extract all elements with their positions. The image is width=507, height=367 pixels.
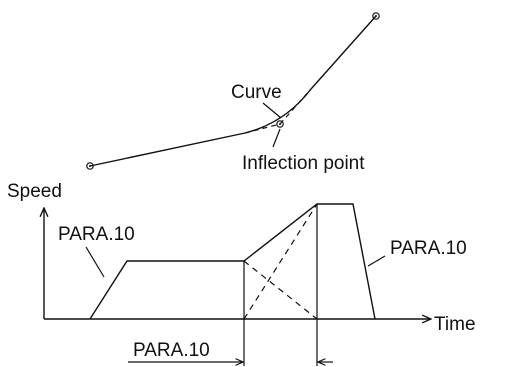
curve-label: Curve (231, 82, 282, 103)
dashed-original-path-2 (279, 88, 312, 125)
path-segment-2 (310, 15, 377, 90)
inflection-leader-line (272, 128, 281, 148)
profile-2-accel-dashed (243, 203, 318, 320)
para-left-label: PARA.10 (58, 224, 135, 245)
profile-2 (243, 203, 376, 320)
para-left-leader (85, 246, 105, 278)
profile-1 (89, 260, 244, 320)
x-axis-label: Time (434, 314, 476, 335)
profile-1-decel-dashed (243, 260, 318, 320)
y-axis-label: Speed (7, 181, 62, 202)
para-right-label: PARA.10 (390, 238, 467, 259)
path-diagram (86, 12, 380, 170)
curve-leader-line (262, 102, 282, 119)
inflection-point-label: Inflection point (242, 153, 365, 174)
inflection-point-marker (276, 120, 284, 128)
para-right-leader (367, 255, 386, 267)
dashed-original-path-1 (244, 123, 281, 134)
para-bottom-label: PARA.10 (133, 340, 210, 361)
speed-time-graph (44, 203, 431, 366)
path-segment-1 (89, 132, 246, 167)
